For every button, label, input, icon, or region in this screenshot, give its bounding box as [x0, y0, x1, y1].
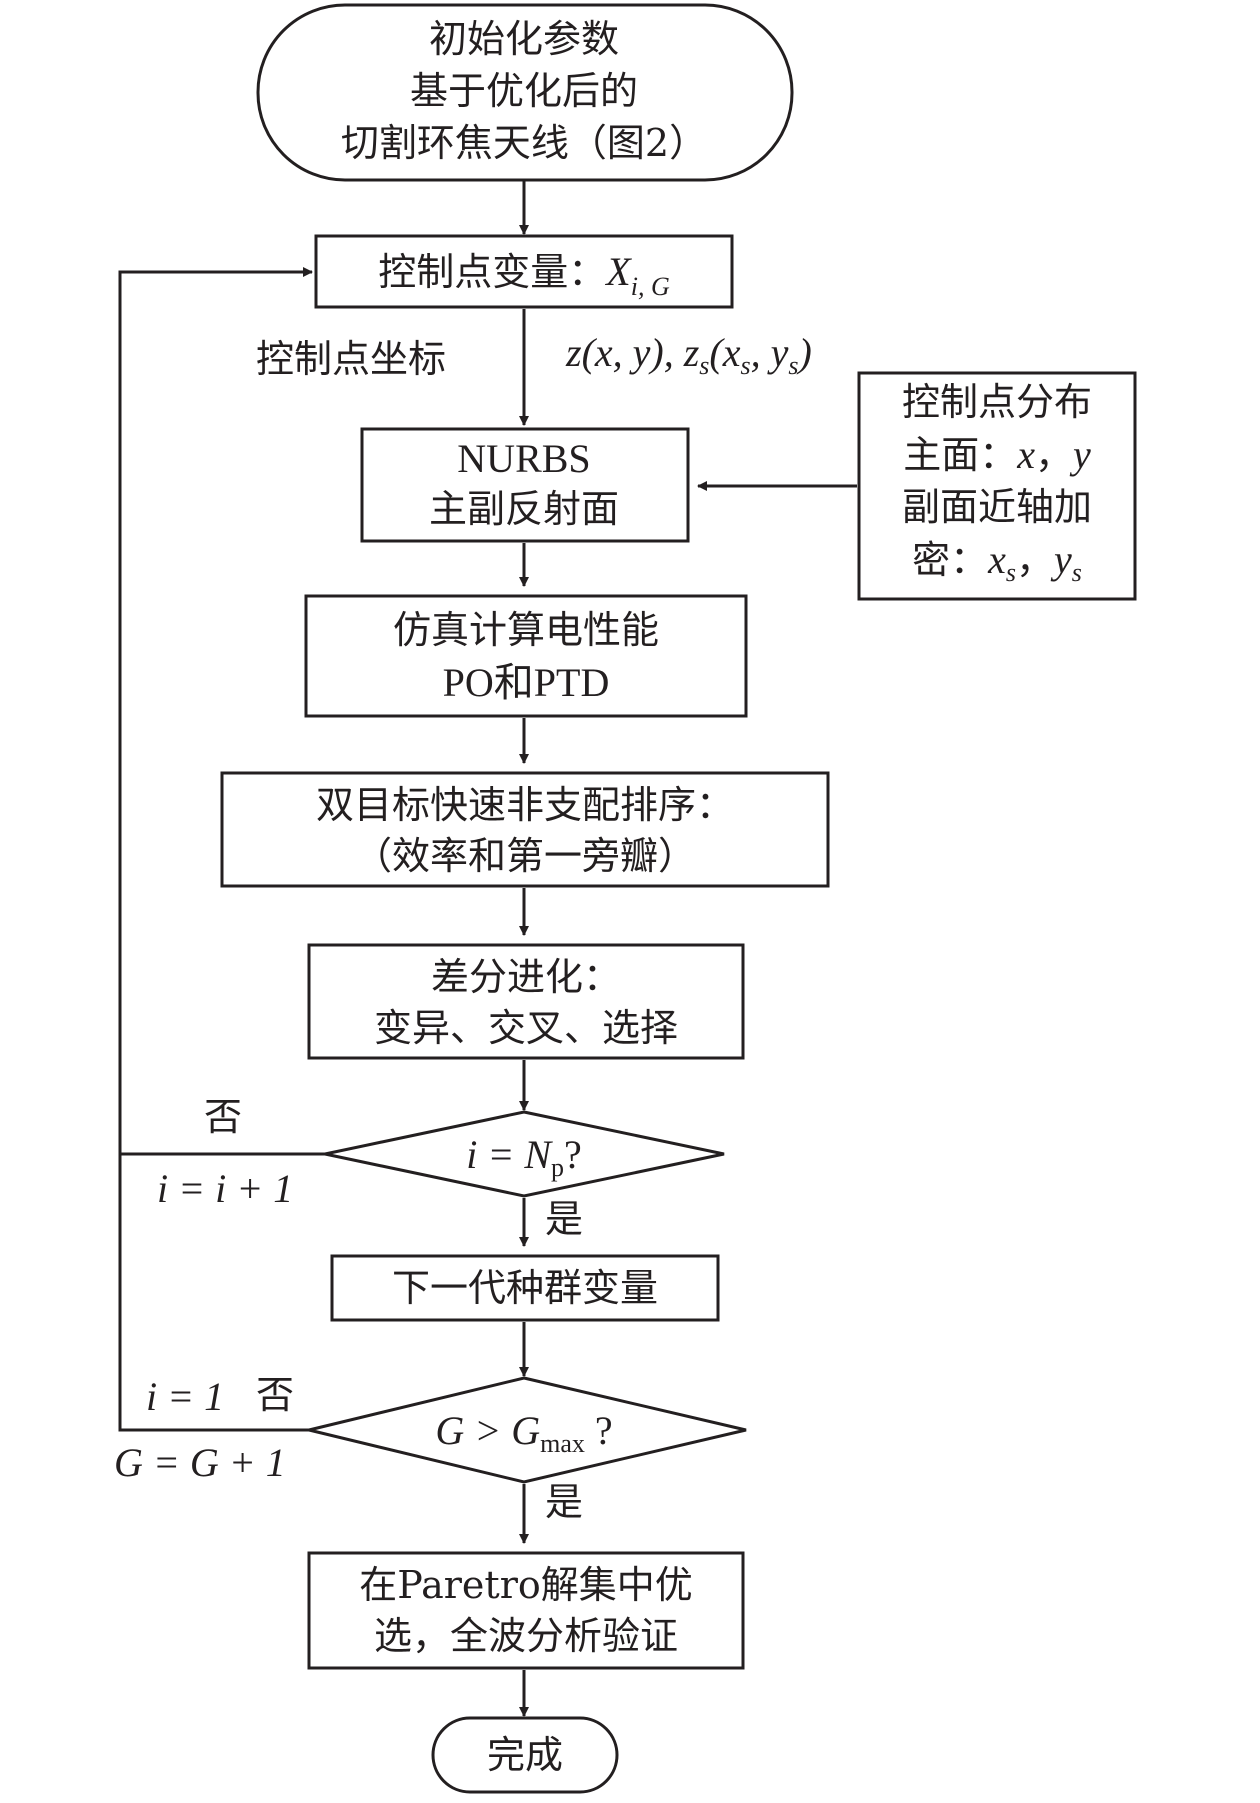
start-terminator: 初始化参数 基于优化后的 切割环焦天线（图2）: [256, 3, 794, 182]
control-variable-box: 控制点变量：Xi, G: [314, 234, 734, 309]
nurbs-box: NURBS 主副反射面: [360, 427, 690, 543]
decision-generation-update-i: i = 1: [146, 1374, 224, 1419]
differential-evolution-box: 差分进化： 变异、交叉、选择: [307, 943, 745, 1060]
control-coords-label: 控制点坐标: [256, 337, 446, 381]
control-variable-symbol: X: [604, 249, 632, 294]
decision-population-no: 否: [204, 1095, 242, 1139]
de-line2: 变异、交叉、选择: [374, 1006, 678, 1050]
selection-line1: 在Paretro解集中优: [359, 1563, 692, 1607]
end-terminator: 完成: [431, 1716, 619, 1794]
distribution-line3: 副面近轴加: [902, 485, 1092, 529]
simulation-box: 仿真计算电性能 PO和PTD: [304, 594, 748, 718]
connectors: [118, 180, 857, 1717]
selection-box: 在Paretro解集中优 选，全波分析验证: [307, 1551, 745, 1670]
end-label: 完成: [487, 1733, 563, 1777]
svg-text:控制点变量：Xi, G: 控制点变量：Xi, G: [378, 249, 670, 301]
decision-population-update: i = i + 1: [157, 1166, 293, 1211]
loop-cond1-no: [118, 267, 325, 1156]
distribution-line1: 控制点分布: [902, 380, 1092, 424]
distribution-box: 控制点分布 主面：x，y 副面近轴加 密：xs，ys: [857, 371, 1137, 601]
decision-generation-update-g: G = G + 1: [114, 1440, 286, 1485]
decision-population-yes: 是: [545, 1197, 583, 1241]
decision-population: i = Np? 否 是 i = i + 1: [157, 1095, 725, 1241]
nurbs-line2: 主副反射面: [429, 487, 619, 531]
start-line1: 初始化参数: [429, 17, 619, 61]
start-line2: 基于优化后的: [410, 69, 638, 113]
decision-generation-text: G > Gmax ?: [435, 1408, 612, 1458]
control-variable-label: 控制点变量：: [378, 250, 606, 294]
control-coords-formula: z(x, y), zs(xs, ys): [565, 330, 812, 380]
decision-generation-yes: 是: [545, 1480, 583, 1524]
next-generation-label: 下一代种群变量: [392, 1266, 658, 1310]
start-line3: 切割环焦天线（图2）: [341, 121, 707, 165]
next-generation-box: 下一代种群变量: [330, 1254, 720, 1322]
distribution-line2: 主面：x，y: [903, 432, 1091, 477]
nurbs-line1: NURBS: [457, 436, 590, 481]
de-line1: 差分进化：: [431, 955, 621, 999]
sorting-box: 双目标快速非支配排序： （效率和第一旁瓣）: [220, 771, 830, 888]
simulation-line1: 仿真计算电性能: [393, 608, 659, 652]
selection-line2: 选，全波分析验证: [374, 1614, 678, 1658]
distribution-line4: 密：xs，ys: [912, 537, 1082, 587]
loop-cond2-no: [118, 272, 309, 1432]
decision-generation-no: 否: [256, 1373, 294, 1417]
sorting-line2: （效率和第一旁瓣）: [354, 834, 696, 878]
sorting-line1: 双目标快速非支配排序：: [316, 783, 734, 827]
decision-generation: G > Gmax ? 否 是 i = 1 G = G + 1: [114, 1373, 747, 1524]
simulation-line2: PO和PTD: [443, 660, 610, 705]
control-variable-subscript: i, G: [631, 272, 670, 301]
decision-population-text: i = Np?: [466, 1132, 582, 1182]
